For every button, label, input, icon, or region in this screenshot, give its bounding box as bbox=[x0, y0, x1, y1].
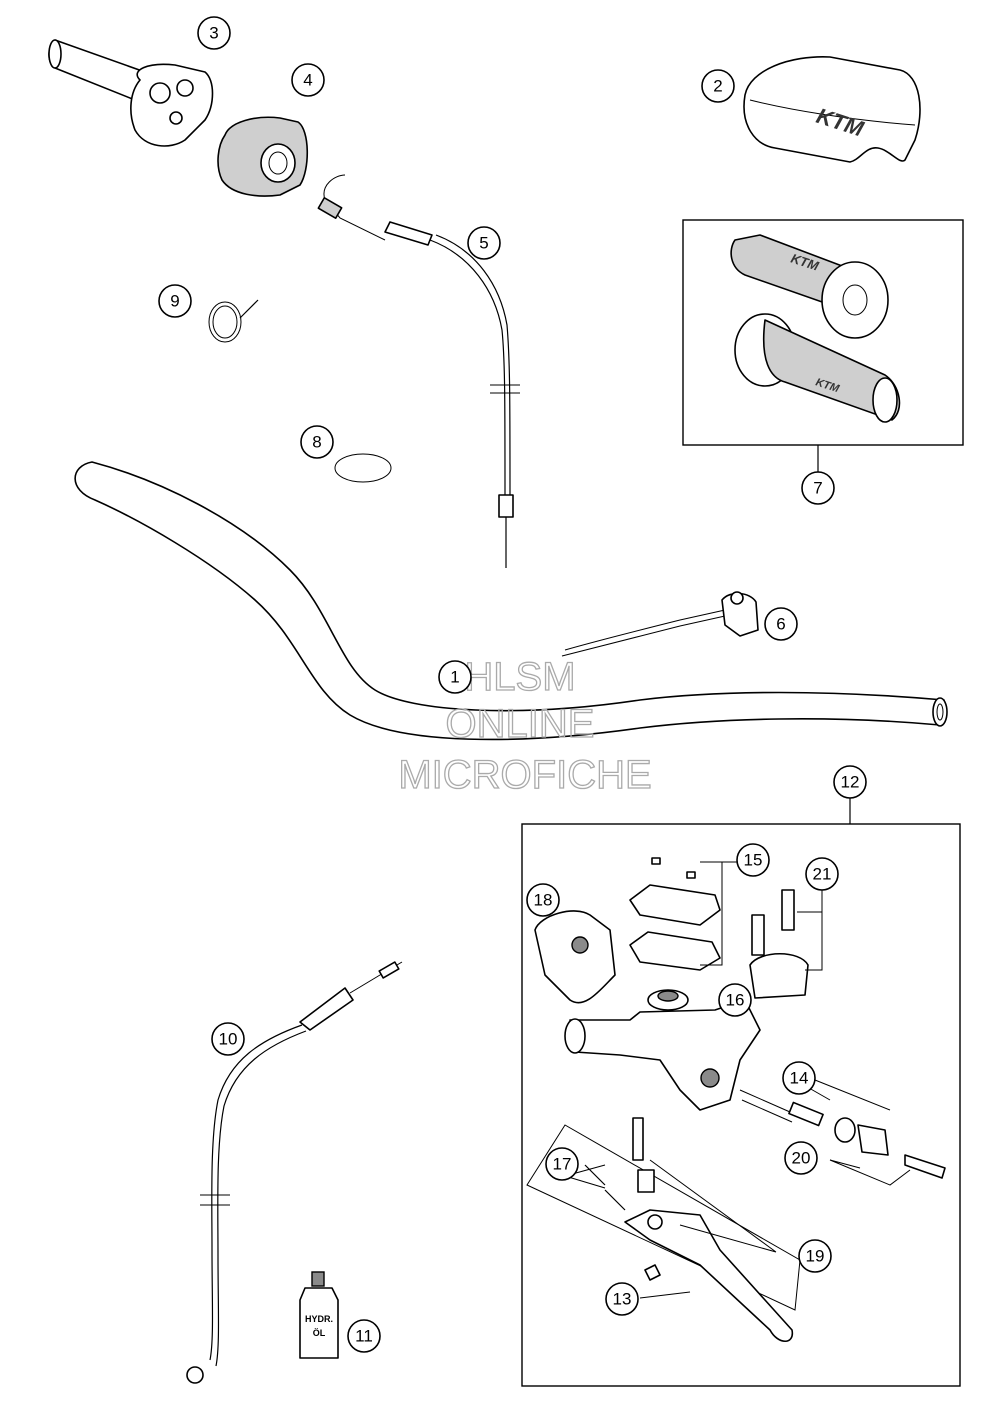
svg-text:17: 17 bbox=[553, 1155, 572, 1174]
svg-text:12: 12 bbox=[841, 773, 860, 792]
bottle-label-line1: HYDR. bbox=[305, 1314, 333, 1324]
svg-text:6: 6 bbox=[776, 615, 785, 634]
callout-21: 21 bbox=[805, 857, 839, 891]
svg-text:11: 11 bbox=[355, 1327, 373, 1346]
grip-set: KTM KTM bbox=[682, 219, 964, 472]
callout-6: 6 bbox=[764, 607, 798, 641]
svg-text:3: 3 bbox=[209, 24, 218, 43]
callout-20: 20 bbox=[784, 1141, 818, 1175]
kill-switch bbox=[561, 591, 759, 657]
svg-text:18: 18 bbox=[534, 891, 553, 910]
callout-14: 14 bbox=[782, 1061, 816, 1095]
svg-text:13: 13 bbox=[613, 1290, 632, 1309]
handlebar-pad: KTM bbox=[743, 56, 921, 163]
svg-text:1: 1 bbox=[450, 668, 459, 687]
callout-4: 4 bbox=[291, 63, 325, 97]
callout-17: 17 bbox=[545, 1147, 579, 1181]
o-ring bbox=[334, 453, 392, 483]
hydraulic-oil-bottle: HYDR. ÖL bbox=[299, 1271, 339, 1359]
svg-text:14: 14 bbox=[790, 1069, 809, 1088]
svg-text:20: 20 bbox=[792, 1149, 811, 1168]
callout-13: 13 bbox=[605, 1282, 639, 1316]
callout-11: 11 bbox=[347, 1319, 381, 1353]
handlebar bbox=[74, 461, 948, 741]
callout-12: 12 bbox=[833, 765, 867, 799]
bottle-label-line2: ÖL bbox=[313, 1328, 326, 1338]
callout-2: 2 bbox=[701, 69, 735, 103]
svg-text:7: 7 bbox=[813, 479, 822, 498]
watermark: HLSM ONLINE MICROFICHE bbox=[398, 654, 653, 797]
throttle-cable bbox=[317, 174, 520, 568]
svg-text:4: 4 bbox=[303, 71, 312, 90]
callout-19: 19 bbox=[798, 1239, 832, 1273]
svg-text:21: 21 bbox=[813, 865, 832, 884]
watermark-line1: HLSM bbox=[464, 655, 575, 699]
callout-3: 3 bbox=[197, 16, 231, 50]
svg-text:16: 16 bbox=[726, 991, 745, 1010]
callout-5: 5 bbox=[467, 226, 501, 260]
callout-9: 9 bbox=[158, 284, 192, 318]
callout-10: 10 bbox=[211, 1022, 245, 1056]
throttle-cover bbox=[217, 116, 309, 197]
svg-text:10: 10 bbox=[219, 1030, 238, 1049]
clutch-master-cylinder-assembly bbox=[521, 798, 961, 1387]
watermark-line3: MICROFICHE bbox=[398, 753, 651, 797]
svg-text:15: 15 bbox=[744, 851, 763, 870]
svg-text:8: 8 bbox=[312, 433, 321, 452]
callout-18: 18 bbox=[526, 883, 560, 917]
svg-text:19: 19 bbox=[806, 1247, 825, 1266]
cable-tie bbox=[208, 299, 259, 343]
callout-15: 15 bbox=[736, 843, 770, 877]
svg-text:5: 5 bbox=[479, 234, 488, 253]
svg-text:2: 2 bbox=[713, 77, 722, 96]
callout-16: 16 bbox=[718, 983, 752, 1017]
callout-8: 8 bbox=[300, 425, 334, 459]
callout-1: 1 bbox=[438, 660, 472, 694]
watermark-line2: ONLINE bbox=[446, 702, 595, 746]
callout-7: 7 bbox=[801, 471, 835, 505]
throttle-grip bbox=[48, 39, 214, 147]
clutch-line bbox=[186, 961, 403, 1384]
svg-text:9: 9 bbox=[170, 292, 179, 311]
